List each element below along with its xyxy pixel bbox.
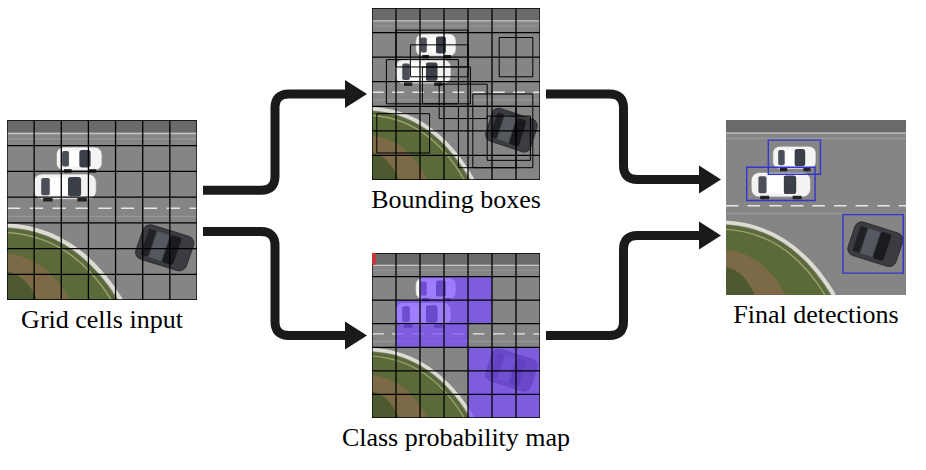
panel-caption: Class probability map (338, 423, 575, 453)
arrow-head (345, 322, 367, 350)
arrow-head (345, 80, 367, 108)
image-panel: Class probability map (338, 253, 575, 455)
flow-arrow (546, 222, 721, 336)
arrow-head (699, 222, 721, 250)
grid-overlay (372, 253, 540, 418)
image-panel: Bounding boxes (367, 8, 545, 217)
road-scene (372, 253, 540, 418)
class-map-image (372, 253, 540, 418)
flow-arrow (546, 94, 721, 194)
picture-frame (372, 253, 540, 418)
final-detections-image (726, 120, 906, 295)
image-panel: Final detections (726, 120, 906, 332)
arrow-shaft (203, 94, 345, 190)
corner-mark (372, 253, 376, 265)
road-scene (372, 8, 540, 180)
picture-frame (372, 8, 540, 180)
panel-caption: Bounding boxes (367, 185, 545, 215)
image-panel: Grid cells input (7, 120, 197, 337)
candidate-boxes (377, 30, 533, 168)
road-scene (726, 120, 906, 295)
bounding-box-image (372, 8, 540, 180)
panel-caption: Grid cells input (7, 305, 197, 335)
flow-arrow (203, 80, 367, 190)
panel-caption: Final detections (726, 300, 906, 330)
arrow-head (699, 166, 721, 194)
grid-overlay (372, 8, 540, 180)
arrow-shaft (546, 236, 699, 336)
flow-arrow (203, 232, 367, 350)
road-scene (7, 120, 197, 300)
arrow-shaft (203, 232, 345, 336)
picture-frame (726, 120, 906, 295)
grid-overlay (7, 120, 197, 300)
detection-boxes (747, 140, 904, 273)
arrow-shaft (546, 94, 699, 180)
input-image (7, 120, 197, 300)
picture-frame (7, 120, 197, 300)
